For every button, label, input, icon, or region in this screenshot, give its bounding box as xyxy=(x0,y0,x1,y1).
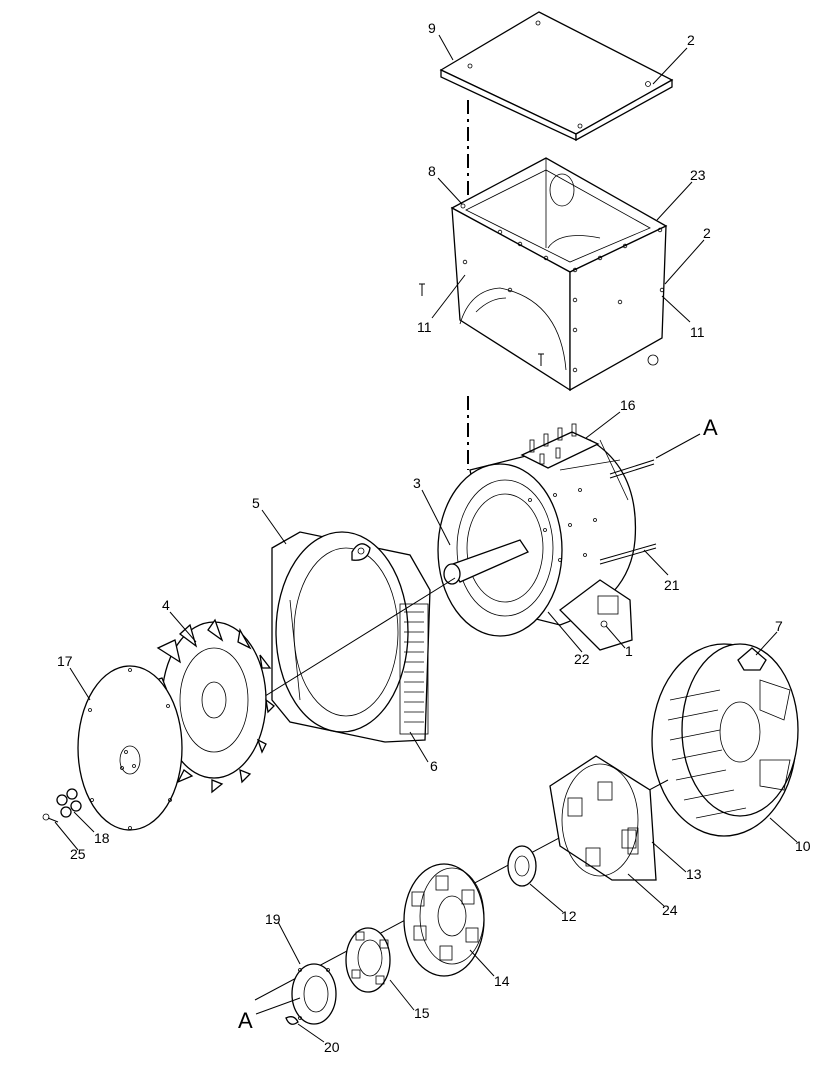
callout-3: 3 xyxy=(413,475,421,491)
callout-12: 12 xyxy=(561,908,577,924)
callout-19: 19 xyxy=(265,911,281,927)
exciter-rotor xyxy=(403,863,485,977)
fan-housing xyxy=(271,531,431,743)
callout-2-side: 2 xyxy=(703,225,711,241)
exciter-stator xyxy=(549,755,657,881)
callout-20: 20 xyxy=(324,1039,340,1055)
callout-10: 10 xyxy=(795,838,811,854)
callout-25: 25 xyxy=(70,846,86,862)
cooling-fan xyxy=(145,618,275,794)
callout-24: 24 xyxy=(662,902,678,918)
callout-14: 14 xyxy=(494,973,510,989)
callout-5: 5 xyxy=(252,495,260,511)
callout-18: 18 xyxy=(94,830,110,846)
rear-housing xyxy=(651,643,799,837)
callout-13: 13 xyxy=(686,866,702,882)
callout-labels: 9 2 8 23 2 11 11 16 A 3 5 21 4 22 1 7 17… xyxy=(57,20,811,1055)
callout-21: 21 xyxy=(664,577,680,593)
callout-8: 8 xyxy=(428,163,436,179)
generator-frame xyxy=(437,423,657,651)
flex-plate xyxy=(77,665,183,831)
callout-17: 17 xyxy=(57,653,73,669)
callout-A-top: A xyxy=(703,415,718,440)
bearing xyxy=(507,845,537,887)
rectifier-assembly xyxy=(345,927,391,993)
callout-6: 6 xyxy=(430,758,438,774)
callout-11-right: 11 xyxy=(690,324,705,340)
callout-7: 7 xyxy=(775,618,783,634)
callout-23: 23 xyxy=(690,167,706,183)
callout-22: 22 xyxy=(574,651,590,667)
cover-plate xyxy=(439,11,674,142)
terminal-box xyxy=(419,157,668,392)
hub-spacers xyxy=(42,788,82,823)
callout-9: 9 xyxy=(428,20,436,36)
callout-1: 1 xyxy=(625,643,633,659)
callout-2-top: 2 xyxy=(687,32,695,48)
end-plate xyxy=(285,963,337,1025)
leader-lines xyxy=(54,34,798,1043)
callout-11-left: 11 xyxy=(417,319,432,335)
callout-16: 16 xyxy=(620,397,636,413)
callout-15: 15 xyxy=(414,1005,430,1021)
callout-A-bottom: A xyxy=(238,1008,253,1033)
callout-4: 4 xyxy=(162,597,170,613)
